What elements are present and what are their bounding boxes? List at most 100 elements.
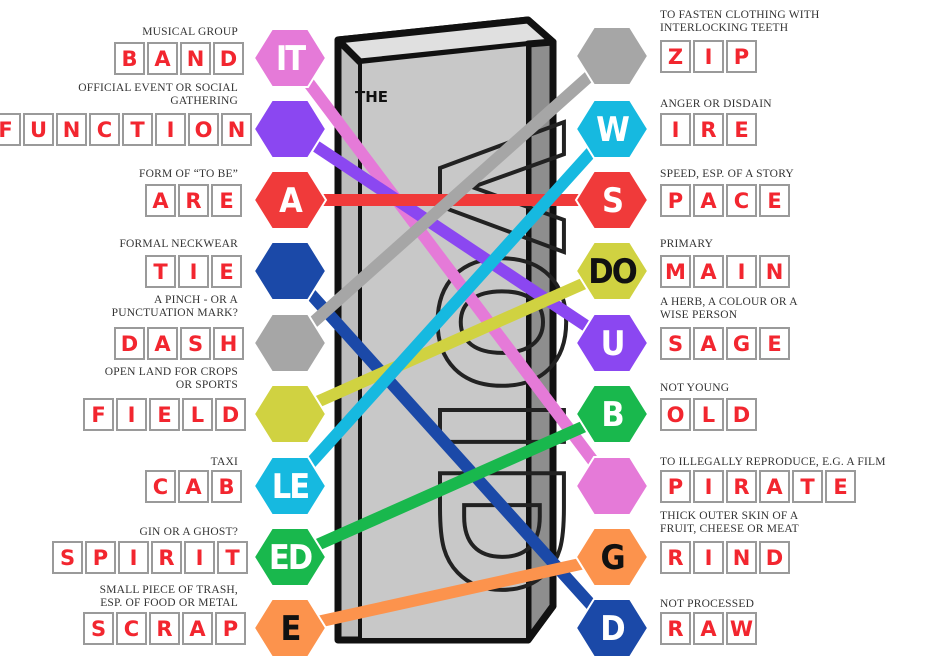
letter-tile: T <box>792 470 823 503</box>
letter-tile: A <box>147 327 178 360</box>
letter-tile: G <box>726 327 757 360</box>
letter-tile: W <box>726 612 757 645</box>
letter-tile: C <box>145 470 176 503</box>
clue-line: OFFICIAL EVENT OR SOCIAL <box>78 82 238 95</box>
letter-tile: S <box>660 327 691 360</box>
letter-tile: E <box>759 184 790 217</box>
letter-tile: P <box>660 470 691 503</box>
left-clue-6: OPEN LAND FOR CROPSOR SPORTS <box>105 366 238 392</box>
letter-tile: I <box>693 40 724 73</box>
letter-tile: D <box>213 42 244 75</box>
right-clue-3: SPEED, ESP. OF A STORY <box>660 168 794 181</box>
letter-tile: B <box>211 470 242 503</box>
clue-line: TAXI <box>211 456 238 469</box>
letter-tile: E <box>726 113 757 146</box>
book-the-text: THE <box>355 88 388 106</box>
letter-tile: C <box>726 184 757 217</box>
letter-tile: A <box>145 184 176 217</box>
clue-line: TO ILLEGALLY REPRODUCE, E.G. A FILM <box>660 456 886 469</box>
left-hex-6[interactable] <box>254 385 326 443</box>
letter-tile: A <box>182 612 213 645</box>
letter-tile: E <box>211 255 242 288</box>
hex-label: ED <box>269 538 312 578</box>
clue-line: NOT PROCESSED <box>660 598 754 611</box>
clue-line: ANGER OR DISDAIN <box>660 98 772 111</box>
letter-tile: F <box>83 398 114 431</box>
letter-tile: O <box>188 113 219 146</box>
clue-line: A PINCH - OR A <box>112 294 238 307</box>
letter-tile: H <box>213 327 244 360</box>
clue-line: PRIMARY <box>660 238 713 251</box>
clue-line: FORM OF “TO BE” <box>139 168 238 181</box>
clue-line: FORMAL NECKWEAR <box>119 238 238 251</box>
letter-tile: I <box>155 113 186 146</box>
left-hex-9[interactable]: E <box>254 599 326 657</box>
letter-tile: N <box>56 113 87 146</box>
left-clue-7: TAXI <box>211 456 238 469</box>
left-clue-3: FORM OF “TO BE” <box>139 168 238 181</box>
letter-tile: N <box>221 113 252 146</box>
left-hex-8[interactable]: ED <box>254 528 326 586</box>
letter-tile: I <box>726 255 757 288</box>
left-clue-5: A PINCH - OR APUNCTUATION MARK? <box>112 294 238 320</box>
letter-tile: N <box>759 255 790 288</box>
clue-line: SPEED, ESP. OF A STORY <box>660 168 794 181</box>
letter-tile: S <box>83 612 114 645</box>
letter-tile: R <box>726 470 757 503</box>
letter-tile: M <box>660 255 691 288</box>
letter-tile: R <box>151 541 182 574</box>
clue-line: GIN OR A GHOST? <box>139 526 238 539</box>
letter-tile: T <box>145 255 176 288</box>
letter-tile: P <box>215 612 246 645</box>
letter-tile: A <box>693 612 724 645</box>
left-clue-4: FORMAL NECKWEAR <box>119 238 238 251</box>
letter-tile: E <box>759 327 790 360</box>
hex-label: DO <box>588 252 636 292</box>
letter-tile: E <box>825 470 856 503</box>
hex-label: U <box>601 324 624 364</box>
left-hex-3[interactable]: A <box>254 171 326 229</box>
right-clue-1: TO FASTEN CLOTHING WITHINTERLOCKING TEET… <box>660 9 820 35</box>
letter-tile: U <box>23 113 54 146</box>
clue-line: OPEN LAND FOR CROPS <box>105 366 238 379</box>
letter-tile: A <box>147 42 178 75</box>
right-clue-9: NOT PROCESSED <box>660 598 754 611</box>
hex-label: A <box>279 181 303 221</box>
left-hex-1[interactable]: IT <box>254 29 326 87</box>
letter-tile: S <box>180 327 211 360</box>
clue-line: A HERB, A COLOUR OR A <box>660 296 798 309</box>
left-clue-8: GIN OR A GHOST? <box>139 526 238 539</box>
letter-tile: S <box>52 541 83 574</box>
hex-label: D <box>600 609 624 649</box>
hexagon-shape <box>254 385 326 443</box>
hex-label: S <box>602 181 622 221</box>
clue-line: ESP. OF FOOD OR METAL <box>100 597 238 610</box>
right-clue-7: TO ILLEGALLY REPRODUCE, E.G. A FILM <box>660 456 886 469</box>
letter-tile: P <box>726 40 757 73</box>
letter-tile: A <box>693 184 724 217</box>
letter-tile: Z <box>660 40 691 73</box>
letter-tile: C <box>116 612 147 645</box>
letter-tile: R <box>660 541 691 574</box>
letter-tile: A <box>693 255 724 288</box>
letter-tile: F <box>0 113 21 146</box>
letter-tile: I <box>178 255 209 288</box>
